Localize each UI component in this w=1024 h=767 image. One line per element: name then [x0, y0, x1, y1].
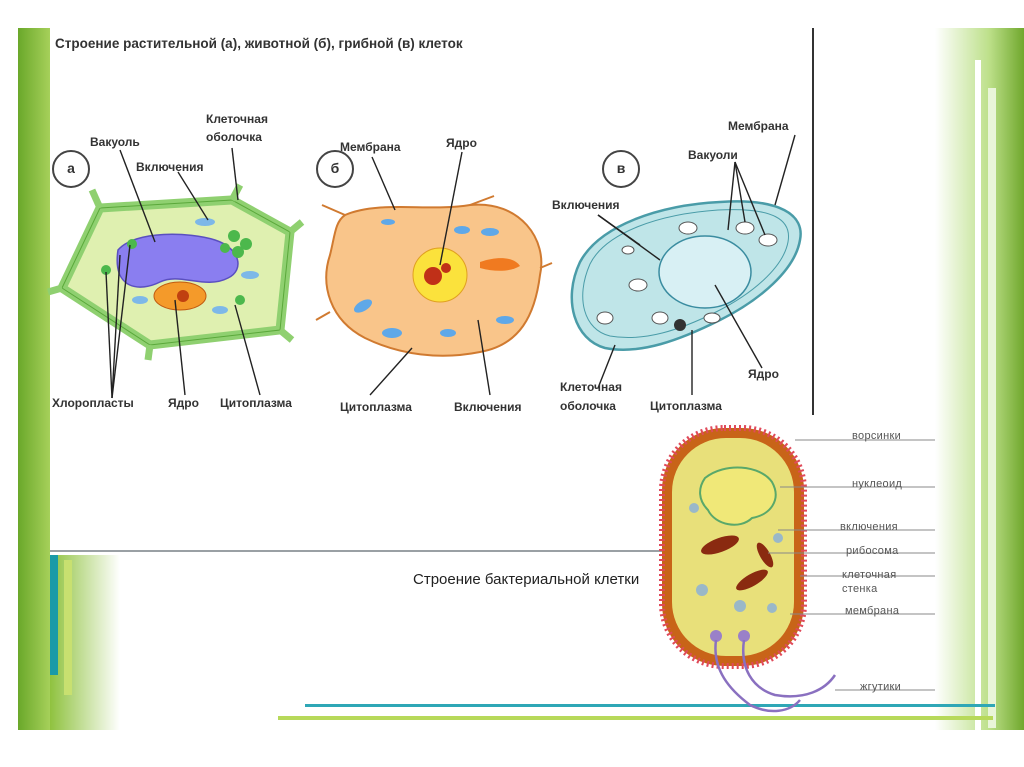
fungal-cell	[570, 200, 802, 351]
left-green-block	[50, 555, 120, 730]
plant-label-chloroplasts: Хлоропласты	[52, 396, 134, 410]
vertical-divider	[812, 28, 814, 415]
animal-label-membrane: Мембрана	[340, 140, 401, 154]
plant-label-vacuole: Вакуоль	[90, 135, 140, 149]
right-white-stripe	[975, 60, 981, 730]
fungal-label-vacuoles: Вакуоли	[688, 148, 738, 162]
diagram-title: Строение растительной (а), животной (б),…	[55, 36, 463, 51]
left-green-bar	[18, 28, 50, 730]
plant-label-cell-wall-1: Клеточная	[206, 112, 268, 126]
fungal-label-membrane: Мембрана	[728, 119, 789, 133]
marker-a: а	[52, 150, 90, 188]
bacteria-label-inclusions: включения	[840, 521, 898, 533]
marker-v: в	[602, 150, 640, 188]
bacteria-label-cell-wall-2: стенка	[842, 583, 878, 595]
right-pale-stripe	[988, 88, 996, 728]
left-teal-stripe	[50, 555, 58, 675]
plant-label-inclusions: Включения	[136, 160, 204, 174]
bacterial-cell	[659, 425, 837, 713]
animal-label-cytoplasm: Цитоплазма	[340, 400, 412, 414]
fungal-label-cell-wall-2: оболочка	[560, 399, 616, 413]
bacteria-label-flagella: жгутики	[860, 681, 902, 693]
fungal-label-cell-wall-1: Клеточная	[560, 380, 622, 394]
animal-cell	[315, 195, 553, 357]
animal-label-inclusions: Включения	[454, 400, 522, 414]
marker-b: б	[316, 150, 354, 188]
bacteria-label-nucleoid: нуклеоид	[852, 478, 903, 490]
plant-cell	[47, 183, 305, 361]
fungal-label-inclusions: Включения	[552, 198, 620, 212]
bacteria-label-pili: ворсинки	[852, 430, 902, 442]
bacteria-label-membrane: мембрана	[845, 605, 900, 617]
divider-line	[50, 550, 665, 552]
animal-label-nucleus: Ядро	[446, 136, 477, 150]
bacteria-caption: Строение бактериальной клетки	[413, 571, 640, 588]
bottom-lime-line	[278, 716, 993, 720]
plant-label-cytoplasm: Цитоплазма	[220, 396, 292, 410]
left-lime-stripe	[64, 560, 72, 695]
fungal-label-nucleus: Ядро	[748, 367, 779, 381]
bottom-teal-line	[305, 704, 995, 707]
bacteria-label-cell-wall-1: клеточная	[842, 569, 897, 581]
fungal-label-cytoplasm: Цитоплазма	[650, 399, 722, 413]
plant-label-cell-wall-2: оболочка	[206, 130, 262, 144]
bacteria-label-ribosome: рибосома	[846, 545, 899, 557]
plant-label-nucleus: Ядро	[168, 396, 199, 410]
